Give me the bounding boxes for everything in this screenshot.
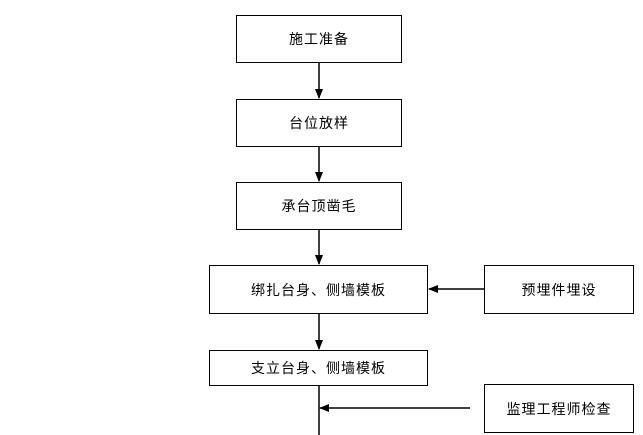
step-cap-top-roughening: 承台顶凿毛 <box>236 182 402 230</box>
step-label: 绑扎台身、侧墙模板 <box>251 282 386 299</box>
step-label: 台位放样 <box>289 116 349 132</box>
step-label: 监理工程师检查 <box>506 401 612 418</box>
step-label: 施工准备 <box>289 32 349 48</box>
step-embedded-parts: 预埋件埋设 <box>484 265 634 314</box>
step-label: 承台顶凿毛 <box>281 199 357 215</box>
step-label: 支立台身、侧墙模板 <box>251 361 386 377</box>
step-platform-layout: 台位放样 <box>236 99 402 147</box>
step-construction-preparation: 施工准备 <box>236 15 402 63</box>
step-label: 预埋件埋设 <box>521 282 597 299</box>
step-erect-body-sidewall-formwork: 支立台身、侧墙模板 <box>209 350 428 386</box>
step-supervisor-inspection: 监理工程师检查 <box>484 384 634 433</box>
step-bind-body-sidewall-formwork: 绑扎台身、侧墙模板 <box>209 265 428 314</box>
